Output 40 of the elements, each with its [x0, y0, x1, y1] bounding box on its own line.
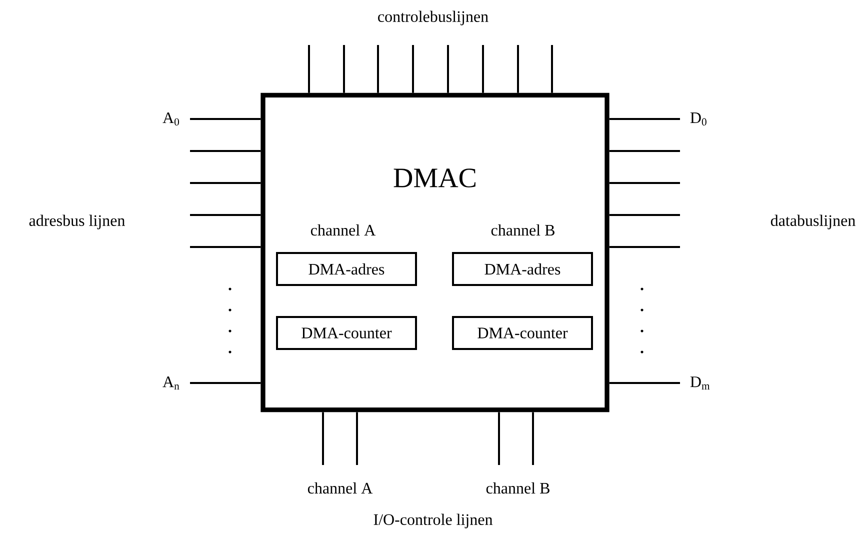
- pin-line: [532, 412, 534, 465]
- channel-label: channel A: [310, 224, 376, 236]
- pin-line: [517, 45, 519, 93]
- bus-label: databuslijnen: [770, 214, 856, 230]
- pin-line: [190, 246, 261, 248]
- channel-label: channel A: [308, 482, 373, 494]
- pin-line: [609, 118, 680, 120]
- pin-label: D$_{0}$: [690, 112, 706, 126]
- pin-line: [190, 382, 261, 384]
- pin-line: [377, 45, 379, 93]
- pin-line: [356, 412, 358, 465]
- pin-line: [447, 45, 449, 93]
- register-box: DMA-adres: [276, 252, 417, 286]
- pin-line: [343, 45, 345, 93]
- pin-line: [609, 182, 680, 184]
- register-box: DMA-adres: [452, 252, 593, 286]
- pin-line: [322, 412, 324, 465]
- pin-line: [609, 246, 680, 248]
- pin-line: [308, 45, 310, 93]
- pin-label: D$_{m}$: [690, 376, 710, 390]
- bus-label: controlebuslijnen: [378, 10, 488, 26]
- pin-line: [482, 45, 484, 93]
- pin-line: [609, 150, 680, 152]
- pin-label: A$_{n}$: [162, 376, 180, 390]
- pin-line: [609, 382, 680, 384]
- pin-line: [551, 45, 553, 93]
- pin-line: [190, 118, 261, 120]
- register-box: DMA-counter: [276, 316, 417, 350]
- register-box: DMA-counter: [452, 316, 593, 350]
- channel-label: channel B: [491, 224, 554, 236]
- pin-line: [190, 214, 261, 216]
- pin-label: A$_{0}$: [162, 112, 179, 126]
- pin-line: [190, 182, 261, 184]
- bus-label: I/O-controle lijnen: [374, 514, 493, 528]
- bus-label: adresbus lijnen: [29, 214, 125, 230]
- pin-line: [190, 150, 261, 152]
- channel-label: channel B: [486, 482, 550, 494]
- pin-line: [498, 412, 500, 465]
- pin-line: [412, 45, 414, 93]
- pin-line: [609, 214, 680, 216]
